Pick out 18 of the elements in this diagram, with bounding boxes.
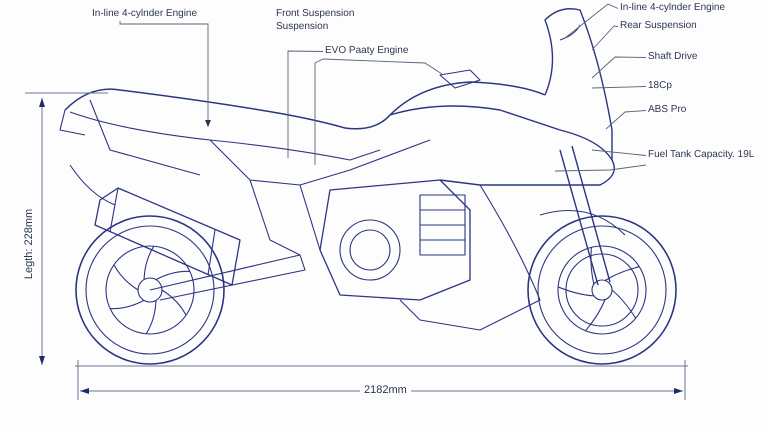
leader-line: [592, 56, 646, 78]
callout-label: Fuel Tank Capacity. 19L: [646, 149, 756, 162]
leader-line: [554, 164, 646, 172]
callout-label: In-line 4-cylnder Engine: [90, 8, 200, 20]
leader-line: [322, 58, 442, 74]
leader-line: [592, 26, 618, 50]
leader-line: [592, 86, 646, 88]
leader-line: [592, 150, 646, 156]
dimension-label: 2182mm: [360, 384, 411, 396]
callout-label: 18Cp: [646, 80, 674, 92]
leader-line: [288, 50, 324, 158]
callout-label: In-line 4-cylnder Engine: [618, 2, 728, 14]
leader-line: [606, 110, 646, 130]
callout-label: Rear Suspension: [618, 20, 699, 32]
leader-line: [564, 3, 618, 38]
leader-line: [120, 20, 211, 128]
callout-label: EVO Paaty Engine: [323, 45, 410, 58]
leader-line: [314, 58, 324, 166]
